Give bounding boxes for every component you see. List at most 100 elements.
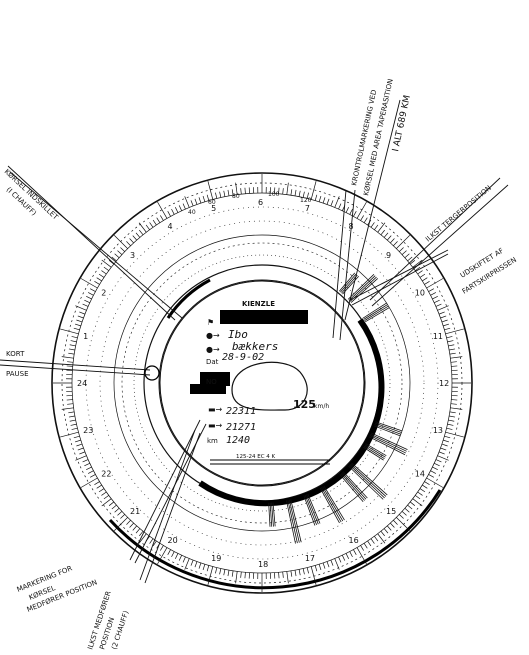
rim-tick [69, 344, 76, 347]
rim-tick [87, 292, 94, 296]
brand-label: KIENZLE [242, 300, 275, 308]
rim-tick [215, 567, 218, 574]
rim-tick [184, 196, 190, 208]
hub-hole [231, 361, 308, 411]
rim-tick [120, 247, 125, 252]
rim-tick [68, 415, 75, 418]
rim-tick [318, 564, 322, 571]
hour-label: 6 [258, 198, 263, 207]
odometer-start: 21271 [226, 422, 256, 433]
rim-tick [114, 253, 120, 258]
rim-tick [149, 222, 154, 228]
rim-tick [409, 501, 416, 506]
rim-tick [415, 495, 421, 500]
rim-tick [404, 253, 410, 258]
rim-tick [367, 540, 372, 547]
speed-spike [349, 464, 385, 499]
rim-tick [74, 323, 81, 327]
rim-tick [240, 571, 242, 578]
km-label: km [207, 437, 218, 445]
speed-spike [370, 432, 408, 450]
odo-end-arrow: ▬→ [208, 405, 223, 414]
rim-tick [440, 315, 447, 319]
speed-spike [341, 472, 367, 500]
speed-spike [340, 273, 357, 293]
rim-tick [363, 217, 368, 223]
rim-tick [310, 566, 317, 585]
rim-tick [449, 352, 456, 355]
rim-tick [206, 565, 210, 572]
rim-tick [145, 224, 150, 230]
rim-tick [101, 498, 112, 507]
rim-tick [278, 572, 280, 579]
rim-tick [223, 190, 226, 197]
rim-tick [449, 411, 456, 414]
speed-spike [342, 471, 368, 499]
rim-tick [334, 196, 340, 208]
rim-tick [160, 215, 164, 221]
rim-tick [129, 238, 134, 244]
hour-label: 9 [386, 251, 391, 260]
rim-tick [451, 365, 458, 367]
rim-tick [219, 568, 222, 575]
rim-tick [412, 498, 423, 507]
rim-tick [73, 435, 80, 439]
rim-tick [390, 522, 395, 528]
rim-tick [370, 222, 375, 228]
rim-tick [198, 197, 202, 204]
rim-tick [202, 195, 206, 202]
redacted-block [200, 372, 230, 386]
speed-spike [369, 435, 407, 454]
rim-tick [202, 564, 206, 571]
rim-tick [441, 443, 448, 447]
rim-tick [341, 555, 346, 561]
speed-spike [286, 500, 296, 544]
hour-label: 20 [168, 536, 178, 545]
rim-tick [383, 528, 389, 534]
rim-tick [235, 571, 238, 584]
rim-tick [117, 511, 123, 516]
rim-tick [345, 553, 350, 559]
rim-tick [94, 481, 100, 485]
rim-tick [415, 266, 421, 271]
rim-tick [302, 191, 305, 198]
rim-tick [76, 443, 83, 447]
annotation-sharp-position: ILKST TERGERPOSITION [424, 184, 493, 244]
rim-tick [374, 224, 379, 230]
rim-tick [171, 208, 175, 215]
driver-icon: ⚑ [207, 318, 214, 327]
rim-tick [152, 540, 157, 547]
hour-label: 3 [130, 251, 135, 260]
speed-spike [350, 278, 379, 303]
rim-tick [428, 474, 435, 478]
hour-label: 10 [415, 289, 425, 298]
rim-tick [194, 561, 198, 568]
rim-tick [79, 311, 86, 315]
hour-label: 5 [211, 204, 216, 213]
recording-arc [198, 318, 385, 507]
speed-label: 40 [188, 209, 196, 216]
rim-tick [426, 477, 444, 488]
speed-label: 60 [208, 199, 216, 206]
rim-tick [450, 361, 457, 363]
rim-tick [278, 187, 280, 194]
rim-tick [103, 495, 109, 500]
rim-tick [294, 189, 297, 196]
rim-tick [360, 545, 364, 551]
speed-scale: 40 60 80 100 120 [188, 191, 312, 216]
rim-tick [152, 219, 157, 226]
rim-tick [139, 229, 144, 236]
rim-tick [138, 222, 147, 233]
hour-label: 2 [101, 289, 106, 298]
rim-tick [426, 278, 444, 289]
speed-spike [287, 500, 298, 544]
rim-tick [444, 435, 451, 439]
speed-spike [362, 302, 387, 319]
hour-label: 16 [349, 536, 359, 545]
rim-tick [419, 488, 426, 493]
rim-tick [61, 407, 74, 410]
outer-bottom-arc [108, 489, 442, 590]
speed-spike [268, 502, 271, 527]
rim-tick [430, 470, 437, 474]
rim-tick [338, 203, 342, 210]
